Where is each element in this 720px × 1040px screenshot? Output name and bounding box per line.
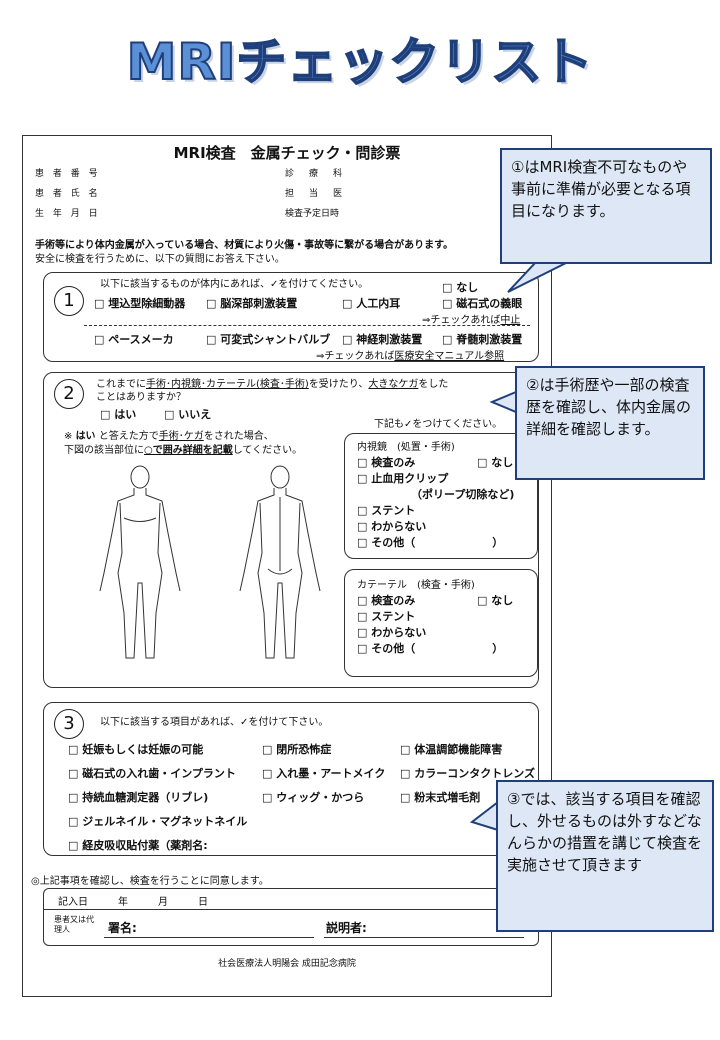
s1-item-dbs[interactable]: □ 脳深部刺激装置 <box>206 297 298 310</box>
s3-item-wig[interactable]: □ ウィッグ・かつら <box>262 791 365 804</box>
explainer-label: 説明者: <box>326 921 367 935</box>
cath-stent[interactable]: □ ステント <box>357 610 416 623</box>
s2-no-checkbox[interactable]: □ いいえ <box>164 408 212 421</box>
s3-item-magnetic-denture[interactable]: □ 磁石式の入れ歯・インプラント <box>68 767 236 780</box>
callout-1: ①はMRI検査不可なものや事前に準備が必要となる項目になります。 <box>500 148 712 264</box>
body-back-figure[interactable] <box>234 463 326 663</box>
warning-text: 手術等により体内金属が入っている場合、材質により火傷・事故等に繋がる場合がありま… <box>35 240 454 251</box>
cath-other[interactable]: □ その他（ ） <box>357 642 504 655</box>
s3-item-pregnancy[interactable]: □ 妊娠もしくは妊娠の可能 <box>68 743 204 756</box>
signature-divider <box>44 909 538 910</box>
cath-unknown[interactable]: □ わからない <box>357 626 427 639</box>
s2-yes-checkbox[interactable]: □ はい <box>100 408 137 421</box>
section-1-number: 1 <box>54 286 84 316</box>
s3-item-transdermal-patch[interactable]: □ 経皮吸収貼付薬（薬剤名: <box>68 839 208 852</box>
s1-divider <box>84 325 530 326</box>
cath-title: カテーテル (検査・手術) <box>357 580 475 591</box>
s2-right-note: 下記も✓をつけてください。 <box>374 419 503 430</box>
s3-item-claustrophobia[interactable]: □ 閉所恐怖症 <box>262 743 332 756</box>
endo-exam-only[interactable]: □ 検査のみ <box>357 456 416 469</box>
cath-exam-only[interactable]: □ 検査のみ <box>357 594 416 607</box>
warning-text-2: 安全に検査を行うために、以下の質問にお答え下さい。 <box>35 254 285 265</box>
s1-note-a: ⇒チェックあれば中止 <box>422 315 521 326</box>
section-1-box: 1 以下に該当するものが体内にあれば、✓を付けてください。 □ なし □ 埋込型… <box>43 272 539 362</box>
endoscope-box: 内視鏡 (処置・手術) □ 検査のみ □ なし □ 止血用クリップ （ポリープ切… <box>344 433 538 559</box>
s1-none-checkbox[interactable]: □ なし <box>442 281 479 294</box>
s1-item-nerve-stim[interactable]: □ 神経刺激装置 <box>342 333 423 346</box>
exam-date-label: 検査予定日時 <box>285 209 340 219</box>
sign-label: 署名: <box>108 921 137 935</box>
s2-note-1: ※ はい と答えた方で手術･ケガをされた場合、 <box>64 431 274 442</box>
callout-2: ②は手術歴や一部の検査歴を確認し、体内金属の詳細を確認します。 <box>515 366 705 480</box>
sign-line[interactable] <box>104 937 314 938</box>
patient-no-label: 患 者 番 号 <box>35 169 101 179</box>
page-title: MRIチェックリスト <box>126 32 594 92</box>
s3-item-color-contact[interactable]: □ カラーコンタクトレンズ <box>400 767 536 780</box>
callout-3: ③では、該当する項目を確認し、外せるものは外すなどなんらかの措置を講じて検査を実… <box>496 780 714 932</box>
s3-item-thermoregulation[interactable]: □ 体温調節機能障害 <box>400 743 503 756</box>
s1-item-spinal-stim[interactable]: □ 脊髄刺激装置 <box>442 333 523 346</box>
endo-clip[interactable]: □ 止血用クリップ <box>357 472 449 485</box>
section-3-number: 3 <box>54 709 84 739</box>
patient-name-label: 患 者 氏 名 <box>35 189 101 199</box>
s1-item-icd[interactable]: □ 埋込型除細動器 <box>94 297 186 310</box>
s3-item-tattoo[interactable]: □ 入れ墨・アートメイク <box>262 767 386 780</box>
form-heading: MRI検査 金属チェック・問診票 <box>173 144 401 162</box>
endo-none[interactable]: □ なし <box>477 456 514 469</box>
s1-item-cochlear[interactable]: □ 人工内耳 <box>342 297 401 310</box>
hospital-name: 社会医療法人明陽会 成田記念病院 <box>218 959 356 969</box>
s1-note-b: ⇒チェックあれば医療安全マニュアル参照 <box>316 351 505 362</box>
explainer-line[interactable] <box>324 937 524 938</box>
section-3-box: 3 以下に該当する項目があれば、✓を付けて下さい。 □ 妊娠もしくは妊娠の可能 … <box>43 702 539 856</box>
s1-item-magnetic-eye[interactable]: □ 磁石式の義眼 <box>442 297 523 310</box>
agent-label: 患者又は代理人 <box>54 915 94 934</box>
section-2-box: 2 これまでに手術･内視鏡･カテーテル(検査･手術)を受けたり、大きなケガをした… <box>43 372 539 688</box>
section-3-instruction: 以下に該当する項目があれば、✓を付けて下さい。 <box>100 717 329 728</box>
section-1-instruction: 以下に該当するものが体内にあれば、✓を付けてください。 <box>100 279 369 290</box>
consent-text: ◎上記事項を確認し、検査を行うことに同意します。 <box>31 876 269 887</box>
dept-label: 診 療 科 <box>285 169 346 179</box>
endo-stent[interactable]: □ ステント <box>357 504 416 517</box>
s3-item-hair-powder[interactable]: □ 粉末式増毛剤 <box>400 791 481 804</box>
section-2-question: これまでに手術･内視鏡･カテーテル(検査･手術)を受けたり、大きなケガをした <box>96 379 449 390</box>
section-2-number: 2 <box>54 379 84 409</box>
s3-item-cgm[interactable]: □ 持続血糖測定器（リブレ) <box>68 791 209 804</box>
s2-note-2: 下図の該当部位に○で囲み詳細を記載してください。 <box>64 445 303 456</box>
catheter-box: カテーテル (検査・手術) □ 検査のみ □ なし □ ステント □ わからない… <box>344 569 538 677</box>
endo-other[interactable]: □ その他（ ） <box>357 536 504 549</box>
s3-item-gel-nail[interactable]: □ ジェルネイル・マグネットネイル <box>68 815 248 828</box>
section-2-question-2: ことはありますか？ <box>96 392 186 403</box>
s1-note-b-link: 医療安全マニュアル参照 <box>394 351 505 362</box>
endo-unknown[interactable]: □ わからない <box>357 520 427 533</box>
s1-item-shunt-valve[interactable]: □ 可変式シャントバルブ <box>206 333 331 346</box>
birth-label: 生 年 月 日 <box>35 209 101 219</box>
endo-title: 内視鏡 (処置・手術) <box>357 442 455 453</box>
endo-clip-note: （ポリープ切除など) <box>411 488 515 501</box>
s1-note-a-link: 中止 <box>500 315 521 326</box>
date-row: 記入日 年 月 日 <box>58 897 208 908</box>
body-front-figure[interactable] <box>94 463 186 663</box>
s1-item-pacemaker[interactable]: □ ペースメーカ <box>94 333 174 346</box>
questionnaire-sheet: MRI検査 金属チェック・問診票 患 者 番 号 診 療 科 患 者 氏 名 担… <box>22 135 552 997</box>
staff-label: 担 当 医 <box>285 189 346 199</box>
cath-none[interactable]: □ なし <box>477 594 514 607</box>
